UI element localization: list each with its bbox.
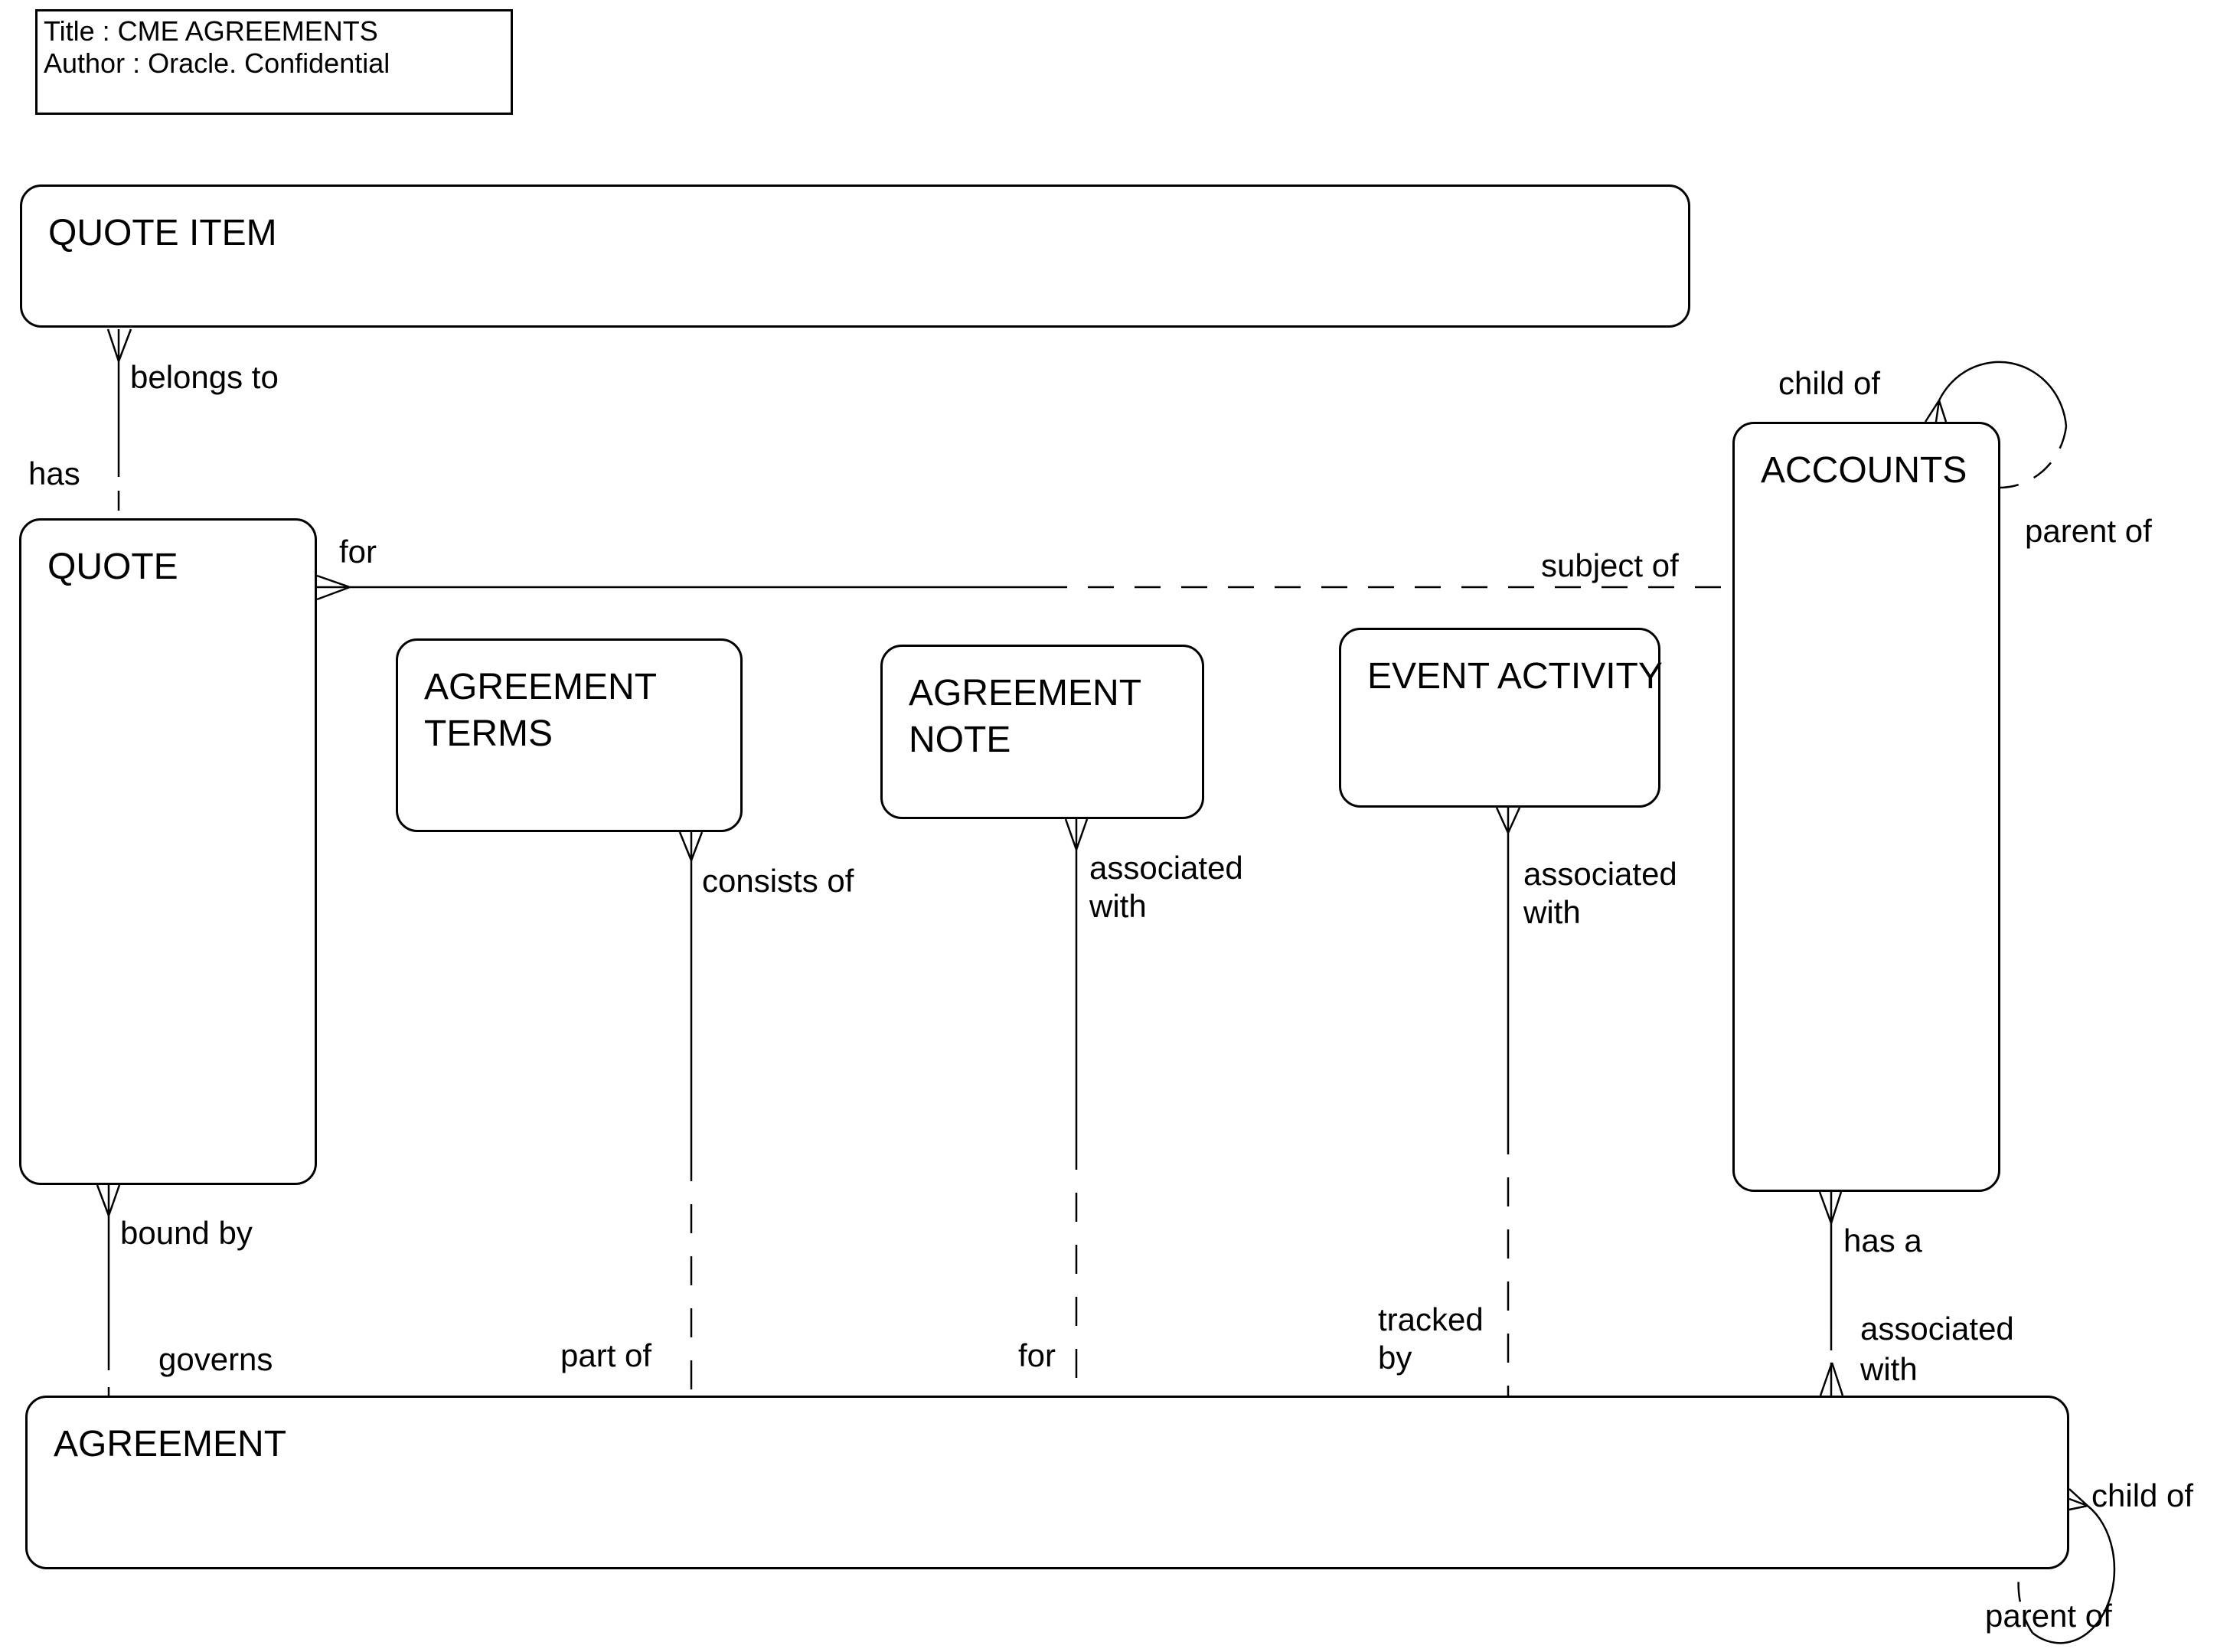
crow-foot-icon <box>2068 1488 2088 1511</box>
title-block: Title : CME AGREEMENTS Author : Oracle. … <box>35 9 513 115</box>
entity-label: EVENT ACTIVITY <box>1367 656 1663 697</box>
rel-label-governs: governs <box>158 1341 273 1377</box>
entity-agreement-note[interactable]: AGREEMENT NOTE <box>880 645 1204 819</box>
rel-label-associated: associated <box>1523 856 1677 892</box>
relationship-quote-accounts <box>316 574 1732 601</box>
diagram-author: Author : Oracle. Confidential <box>44 47 390 80</box>
relationship-quote-agreement <box>96 1184 121 1396</box>
rel-label-child-of: child of <box>1778 365 1881 401</box>
entity-quote[interactable]: QUOTE <box>19 518 317 1185</box>
entity-label: AGREEMENT <box>909 673 1142 713</box>
rel-label-with: with <box>1523 894 1581 930</box>
rel-label-part-of: part of <box>560 1337 652 1373</box>
crow-foot-icon <box>1818 1191 1843 1224</box>
rel-label-child-of: child of <box>2091 1477 2194 1513</box>
crow-foot-icon <box>106 328 132 362</box>
rel-label-for: for <box>339 534 377 570</box>
relationship-terms-agreement <box>678 831 704 1396</box>
crow-foot-icon <box>1064 818 1089 850</box>
relationship-accounts-agreement <box>1818 1191 1844 1396</box>
entity-label: AGREEMENT <box>424 667 658 707</box>
entity-agreement-terms[interactable]: AGREEMENT TERMS <box>396 638 743 832</box>
entity-label: ACCOUNTS <box>1761 450 1967 491</box>
entity-quote-item[interactable]: QUOTE ITEM <box>20 184 1690 328</box>
crow-foot-icon <box>678 831 704 861</box>
rel-label-with: with <box>1860 1351 1918 1387</box>
relationship-quote-item-quote <box>106 328 132 518</box>
crow-foot-icon <box>96 1184 121 1216</box>
diagram-title: Title : CME AGREEMENTS <box>44 15 378 47</box>
rel-label-parent-of: parent of <box>1985 1598 2112 1634</box>
rel-label-subject-of: subject of <box>1541 547 1679 583</box>
rel-label-tracked: tracked <box>1378 1301 1484 1337</box>
crow-foot-icon <box>1924 400 1948 423</box>
rel-label-bound-by: bound by <box>120 1215 253 1251</box>
relationship-event-agreement <box>1495 807 1521 1396</box>
rel-label-consists-of: consists of <box>702 863 854 899</box>
entity-label: AGREEMENT <box>54 1424 287 1464</box>
entity-agreement[interactable]: AGREEMENT <box>25 1396 2069 1569</box>
entity-accounts[interactable]: ACCOUNTS <box>1732 422 2000 1192</box>
entity-label: NOTE <box>909 720 1011 761</box>
entity-label: QUOTE <box>47 547 178 587</box>
rel-label-by: by <box>1378 1340 1412 1376</box>
rel-label-with: with <box>1089 888 1147 924</box>
rel-label-has: has <box>28 455 80 491</box>
rel-label-for: for <box>1018 1337 1056 1373</box>
crow-foot-icon <box>1819 1362 1844 1396</box>
relationship-note-agreement <box>1064 818 1089 1396</box>
rel-label-associated: associated <box>1089 850 1243 886</box>
crow-foot-icon <box>316 574 351 601</box>
rel-label-belongs-to: belongs to <box>130 359 279 395</box>
rel-label-has-a: has a <box>1843 1223 1922 1259</box>
entity-label: TERMS <box>424 713 553 755</box>
entity-label: QUOTE ITEM <box>48 213 277 253</box>
rel-label-associated: associated <box>1860 1311 2014 1347</box>
rel-label-parent-of: parent of <box>2025 513 2152 549</box>
entity-event-activity[interactable]: EVENT ACTIVITY <box>1339 628 1663 808</box>
crow-foot-icon <box>1495 807 1521 834</box>
